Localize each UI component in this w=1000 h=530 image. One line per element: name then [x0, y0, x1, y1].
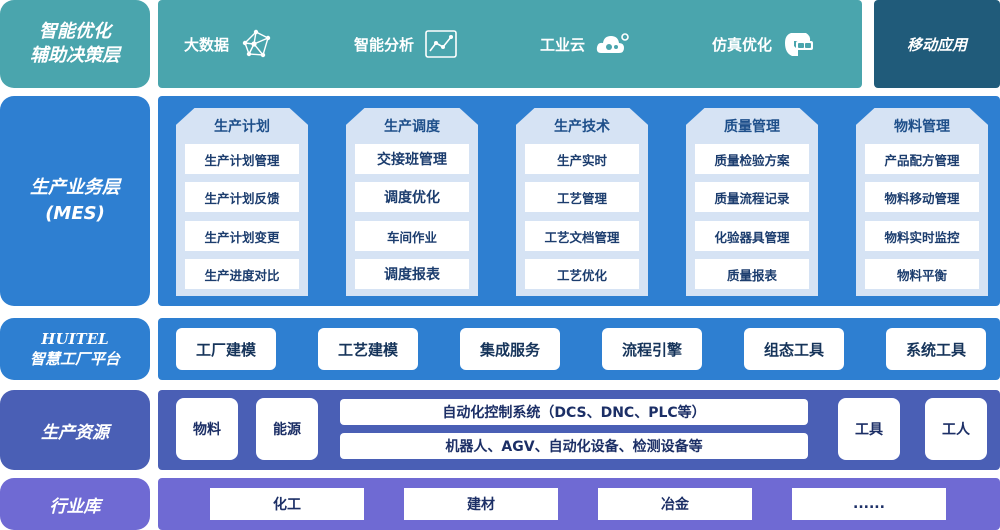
resource-item[interactable]: 能源 [256, 398, 318, 460]
network-icon [242, 29, 271, 58]
platform-item[interactable]: 集成服务 [460, 328, 560, 370]
platform-layer-label-line1: HUITEL [41, 330, 109, 348]
module-quality: 质量管理 质量检验方案 质量流程记录 化验器具管理 质量报表 [686, 108, 818, 296]
module-production-dispatch: 生产调度 交接班管理 调度优化 车间作业 调度报表 [346, 108, 478, 296]
module-item[interactable]: 工艺优化 [525, 259, 639, 289]
platform-item[interactable]: 系统工具 [886, 328, 986, 370]
module-production-tech: 生产技术 生产实时 工艺管理 工艺文档管理 工艺优化 [516, 108, 648, 296]
module-item[interactable]: 生产实时 [525, 144, 639, 174]
mobile-app-box[interactable]: 移动应用 [874, 0, 1000, 88]
tool-label: 工业云 [540, 35, 586, 54]
module-item[interactable]: 车间作业 [355, 221, 469, 251]
module-title: 质量管理 [724, 119, 780, 135]
module-materials: 物料管理 产品配方管理 物料移动管理 物料实时监控 物料平衡 [856, 108, 988, 296]
module-production-plan: 生产计划 生产计划管理 生产计划反馈 生产计划变更 生产进度对比 [176, 108, 308, 296]
platform-item[interactable]: 工艺建模 [318, 328, 418, 370]
module-item[interactable]: 生产计划变更 [185, 221, 299, 251]
module-title: 生产技术 [554, 119, 610, 135]
decision-layer-band [158, 0, 862, 88]
module-item[interactable]: 物料实时监控 [865, 221, 979, 251]
platform-item[interactable]: 组态工具 [744, 328, 844, 370]
module-item[interactable]: 质量流程记录 [695, 182, 809, 212]
module-item[interactable]: 调度报表 [355, 259, 469, 289]
industry-item[interactable]: 化工 [210, 488, 364, 520]
vr-headset-icon [785, 33, 814, 56]
module-title: 生产计划 [214, 119, 270, 135]
mes-layer-label-line1: 生产业务层 [30, 177, 120, 198]
module-item[interactable]: 生产计划反馈 [185, 182, 299, 212]
tool-smart-analysis[interactable]: 智能分析 [354, 28, 458, 60]
resource-item[interactable]: 物料 [176, 398, 238, 460]
module-item[interactable]: 产品配方管理 [865, 144, 979, 174]
tool-simulation[interactable]: 仿真优化 [712, 28, 816, 60]
module-item[interactable]: 工艺文档管理 [525, 221, 639, 251]
resource-item[interactable]: 工人 [925, 398, 987, 460]
module-item[interactable]: 化验器具管理 [695, 221, 809, 251]
module-item[interactable]: 物料平衡 [865, 259, 979, 289]
module-item[interactable]: 调度优化 [355, 182, 469, 212]
resource-layer-label-text: 生产资源 [41, 422, 109, 443]
platform-layer-label: HUITEL 智慧工厂平台 [0, 318, 150, 380]
module-item[interactable]: 质量报表 [695, 259, 809, 289]
platform-item[interactable]: 工厂建模 [176, 328, 276, 370]
mes-layer-label: 生产业务层 (MES) [0, 96, 150, 306]
resource-item-wide[interactable]: 自动化控制系统（DCS、DNC、PLC等） [340, 399, 808, 425]
industry-layer-label: 行业库 [0, 478, 150, 530]
module-title: 物料管理 [894, 119, 950, 135]
module-item[interactable]: 生产计划管理 [185, 144, 299, 174]
module-item[interactable]: 交接班管理 [355, 144, 469, 174]
industry-item[interactable]: 建材 [404, 488, 558, 520]
mobile-app-label: 移动应用 [906, 35, 967, 54]
tool-label: 大数据 [184, 35, 230, 54]
decision-layer-label-line2: 辅助决策层 [30, 45, 120, 66]
module-item[interactable]: 工艺管理 [525, 182, 639, 212]
platform-layer-band [158, 318, 1000, 380]
tool-industrial-cloud[interactable]: 工业云 [540, 28, 629, 60]
industry-item[interactable]: 冶金 [598, 488, 752, 520]
decision-layer-label-line1: 智能优化 [39, 21, 111, 42]
cloud-gear-icon [596, 33, 629, 53]
module-item[interactable]: 质量检验方案 [695, 144, 809, 174]
resource-layer-label: 生产资源 [0, 390, 150, 470]
module-item[interactable]: 物料移动管理 [865, 182, 979, 212]
tool-label: 智能分析 [354, 35, 415, 54]
tool-label: 仿真优化 [712, 35, 773, 54]
module-title: 生产调度 [384, 119, 440, 135]
tool-big-data[interactable]: 大数据 [184, 28, 273, 60]
platform-layer-label-line2: 智慧工厂平台 [29, 350, 120, 368]
platform-item[interactable]: 流程引擎 [602, 328, 702, 370]
industry-layer-label-text: 行业库 [49, 496, 101, 517]
decision-layer-label: 智能优化 辅助决策层 [0, 0, 150, 88]
resource-item-wide[interactable]: 机器人、AGV、自动化设备、检测设备等 [340, 433, 808, 459]
module-item[interactable]: 生产进度对比 [185, 259, 299, 289]
resource-item[interactable]: 工具 [838, 398, 900, 460]
mes-layer-label-line2: (MES) [45, 203, 105, 224]
analysis-chart-icon [425, 30, 457, 58]
industry-item[interactable]: ...... [792, 488, 946, 520]
